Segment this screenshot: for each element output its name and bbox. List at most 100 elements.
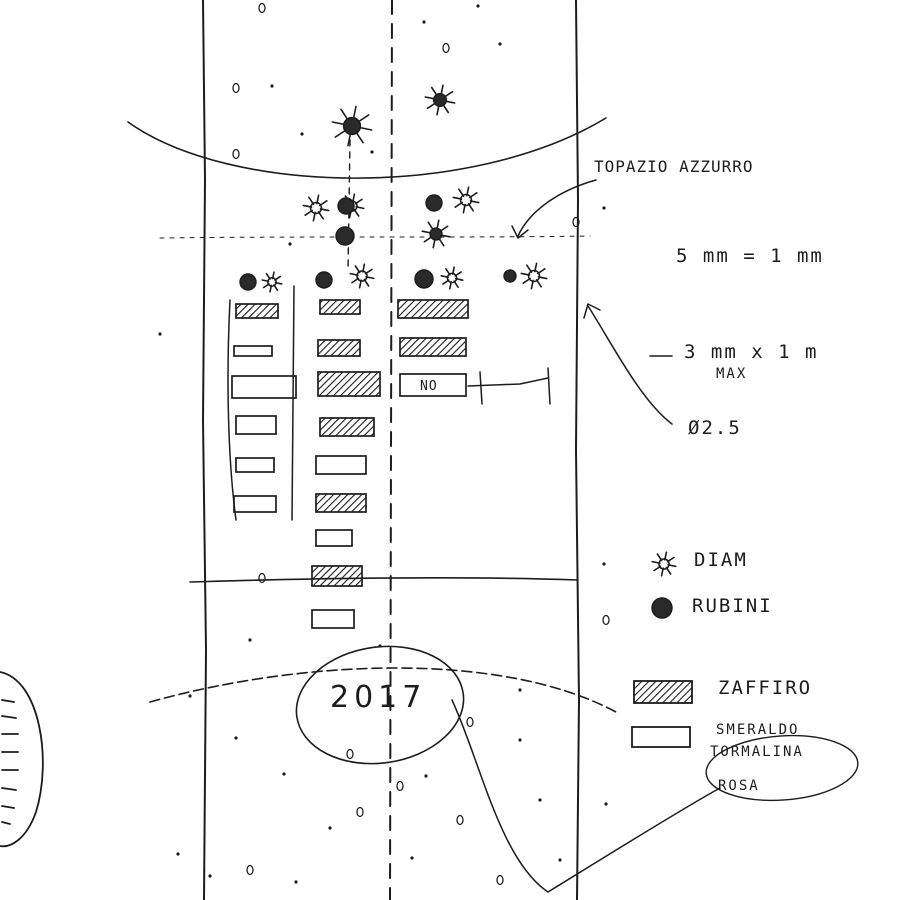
speckle — [328, 826, 332, 830]
speckle — [518, 688, 522, 692]
size-note-line1: 3 mm x 1 m — [684, 341, 818, 363]
speckle — [572, 216, 580, 228]
speckle — [456, 814, 464, 826]
legend-sapphire: ZAFFIRO — [633, 677, 812, 704]
annotation-diameter: Ø2.5 — [583, 303, 742, 439]
speckle — [234, 736, 238, 740]
legend-diamond-label: DIAM — [694, 549, 748, 571]
diamond-marker — [349, 263, 375, 289]
speckle — [604, 802, 608, 806]
slot-label-no: NO — [420, 379, 438, 394]
ruby-marker — [315, 271, 333, 289]
ruby-icon — [651, 597, 673, 619]
diamond-icon-mark — [651, 551, 677, 577]
emerald-slot — [231, 375, 297, 399]
speckle — [232, 82, 240, 94]
speckle — [466, 716, 474, 728]
speckle-dots — [158, 2, 610, 886]
size-note-line2: MAX — [716, 366, 747, 382]
speckle — [602, 562, 606, 566]
strip-frame — [202, 0, 580, 900]
edge-circle-detail — [0, 671, 44, 848]
annotation-topaz-text: TOPAZIO AZZURRO — [594, 157, 754, 176]
diameter-note: Ø2.5 — [688, 417, 742, 439]
ruby-marker — [335, 226, 355, 246]
bracket-lines — [227, 285, 551, 521]
speckle — [176, 852, 180, 856]
sapphire-slot — [317, 339, 361, 357]
emerald-slot — [235, 457, 275, 473]
emerald-icon — [631, 726, 691, 748]
diamond-marker — [421, 219, 451, 249]
legend-diamond: DIAM — [651, 549, 748, 577]
speckle — [294, 880, 298, 884]
year-label: 2017 — [330, 680, 426, 715]
speckle — [602, 206, 606, 210]
legend-sapphire-label: ZAFFIRO — [718, 677, 812, 699]
legend-emerald: SMERALDO TORMALINA ROSA — [631, 722, 859, 802]
ruby-marker — [425, 194, 443, 212]
speckle — [282, 772, 286, 776]
legend-emerald-label-2: TORMALINA — [710, 744, 804, 760]
ruby-marker — [239, 273, 257, 291]
speckle — [300, 132, 304, 136]
speckle — [498, 42, 502, 46]
emerald-slot — [399, 373, 467, 397]
sapphire-slot — [317, 371, 381, 397]
legend-ruby: RUBINI — [651, 595, 773, 619]
speckle — [396, 780, 404, 792]
speckle — [558, 858, 562, 862]
legend-emerald-label-1: SMERALDO — [716, 722, 799, 738]
speckle — [518, 738, 522, 742]
diamond-markers — [261, 84, 548, 293]
diamond-marker — [331, 105, 373, 147]
emerald-slot — [235, 415, 277, 435]
legend-ruby-label: RUBINI — [692, 595, 773, 617]
speckle — [258, 572, 266, 584]
speckle — [356, 806, 364, 818]
sapphire-slot — [399, 337, 467, 357]
sapphire-slot — [311, 565, 363, 587]
speckle — [602, 614, 610, 626]
speckle — [288, 242, 292, 246]
sapphire-slot — [319, 417, 375, 437]
speckle — [232, 148, 240, 160]
curve-lines — [127, 117, 617, 713]
sapphire-slot — [315, 493, 367, 513]
speckle — [346, 748, 354, 760]
speckle — [370, 150, 374, 154]
sapphire-slot — [397, 299, 469, 319]
speckle — [496, 874, 504, 886]
emerald-slot — [315, 455, 367, 475]
legend-emerald-label-3: ROSA — [718, 778, 760, 794]
speckle — [538, 798, 542, 802]
speckle — [246, 864, 254, 876]
speckle — [410, 856, 414, 860]
emerald-slot — [311, 609, 355, 629]
ruby-marker — [503, 269, 517, 283]
annotation-topaz: TOPAZIO AZZURRO — [511, 157, 754, 239]
legend: DIAM RUBINI ZAFFIRO SMERALDO TORMALINA R… — [631, 549, 859, 802]
sapphire-slot — [319, 299, 361, 315]
speckle — [270, 84, 274, 88]
speckle — [248, 638, 252, 642]
annotation-size: 3 mm x 1 m MAX — [649, 341, 818, 382]
speckle — [422, 20, 426, 24]
emerald-slot — [315, 529, 353, 547]
ruby-marker — [337, 197, 355, 215]
gem-slot-rectangles — [231, 299, 469, 629]
diamond-marker — [261, 271, 283, 293]
diamond-marker — [302, 194, 330, 222]
diamond-marker — [452, 186, 480, 214]
sapphire-slot — [235, 303, 279, 319]
scale-note: 5 mm = 1 mm — [676, 245, 824, 267]
speckle — [476, 4, 480, 8]
ruby-marker — [414, 269, 434, 289]
sapphire-icon — [633, 680, 693, 704]
diamond-icon — [651, 551, 677, 577]
speckle — [424, 774, 428, 778]
speckle — [208, 874, 212, 878]
ruby-markers — [239, 194, 517, 291]
speckle — [188, 694, 192, 698]
